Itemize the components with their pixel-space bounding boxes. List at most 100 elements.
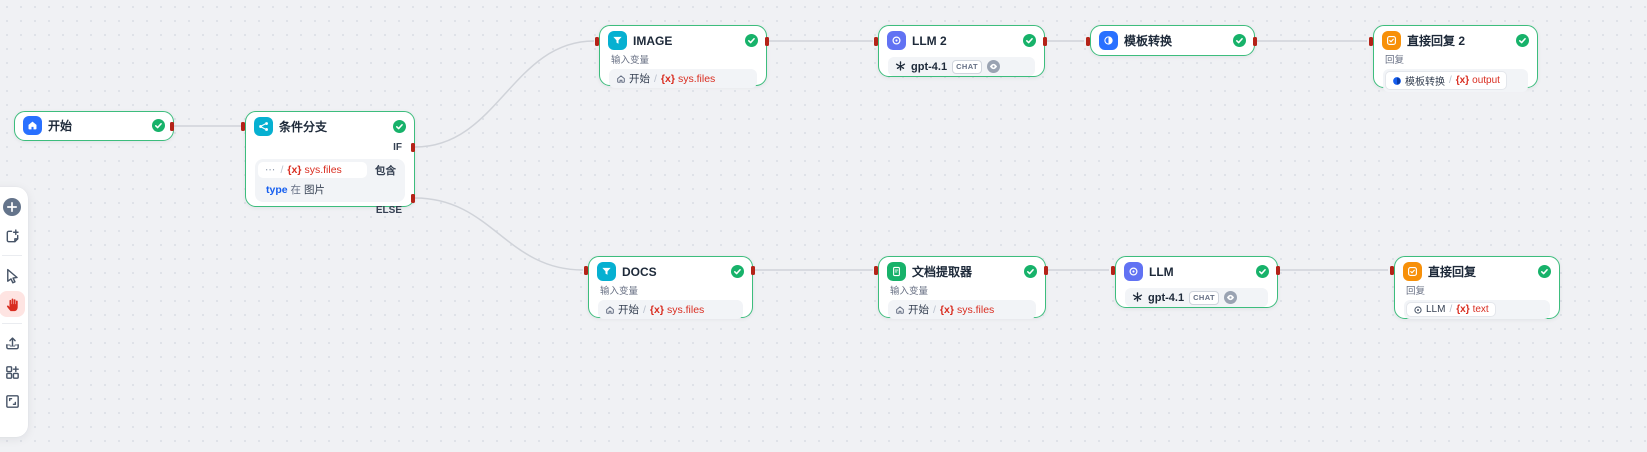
template-mini-icon — [1392, 76, 1402, 86]
direct-reply-icon — [1403, 262, 1422, 281]
node-start[interactable]: 开始 — [14, 111, 174, 141]
port-image-out[interactable] — [765, 37, 769, 46]
port-if-out[interactable] — [411, 143, 415, 152]
path-separator: / — [280, 164, 284, 176]
vision-eye-icon — [986, 60, 1000, 73]
variable-name: sys.files — [666, 303, 705, 316]
add-node-button[interactable] — [0, 194, 25, 220]
node-title: 直接回复 — [1428, 265, 1477, 279]
success-check-icon — [731, 265, 744, 278]
node-llm[interactable]: LLM gpt-4.1 CHAT — [1115, 256, 1278, 308]
variable-name: sys.files — [956, 303, 995, 316]
model-selector[interactable]: gpt-4.1 CHAT — [1125, 288, 1268, 307]
node-title: LLM 2 — [912, 33, 947, 48]
port-extractor-out[interactable] — [1044, 266, 1048, 275]
model-selector[interactable]: gpt-4.1 CHAT — [888, 57, 1035, 76]
input-variable-label: 输入变量 — [600, 286, 639, 297]
chat-mode-badge: CHAT — [952, 59, 982, 74]
variable-badge: {x} — [649, 303, 664, 316]
port-template-in[interactable] — [1086, 37, 1090, 46]
path-separator: / — [933, 303, 936, 316]
port-docs-in[interactable] — [584, 266, 588, 275]
variable-reference-chip: LLM / {x} text — [1406, 302, 1496, 317]
import-dsl-button[interactable] — [0, 330, 25, 356]
canvas-control-panel — [0, 187, 28, 437]
hand-mode-button[interactable] — [0, 291, 25, 317]
edge-else-docs — [414, 197, 584, 271]
node-answer[interactable]: 直接回复 回复 LLM / {x} text — [1394, 256, 1560, 319]
node-llm2[interactable]: LLM 2 gpt-4.1 CHAT — [878, 25, 1045, 77]
node-title: 开始 — [48, 119, 73, 133]
success-check-icon — [1024, 265, 1037, 278]
sub-condition-row: type 在 图片 — [258, 178, 402, 199]
port-start-out[interactable] — [170, 122, 174, 131]
port-condition-in[interactable] — [241, 122, 245, 131]
variable-badge: {x} — [1456, 304, 1470, 315]
success-check-icon — [393, 120, 406, 133]
path-separator: / — [1449, 304, 1453, 315]
node-answer2[interactable]: 直接回复 2 回复 模板转换 / {x} output — [1373, 25, 1538, 92]
variable-badge: {x} — [1455, 75, 1470, 86]
node-condition[interactable]: 条件分支 IF ⋯ / {x} sys.files 包含 type 在 图片 — [245, 111, 415, 216]
condition-variable-chip[interactable]: ⋯ / {x} sys.files — [258, 162, 367, 178]
port-image-in[interactable] — [595, 37, 599, 46]
reply-content-field[interactable]: LLM / {x} text — [1404, 300, 1550, 319]
port-extractor-in[interactable] — [874, 266, 878, 275]
port-llm2-out[interactable] — [1043, 37, 1047, 46]
path-separator: / — [643, 303, 646, 316]
condition-group: ⋯ / {x} sys.files 包含 type 在 图片 — [255, 159, 405, 202]
variable-reference[interactable]: 开始 / {x} sys.files — [609, 69, 757, 88]
pointer-mode-button[interactable] — [0, 262, 25, 288]
variable-name: output — [1472, 75, 1500, 86]
node-image-filter[interactable]: IMAGE 输入变量 开始 / {x} sys.files — [599, 25, 767, 88]
node-template-transform[interactable]: 模板转换 — [1090, 25, 1255, 56]
toolbar-divider — [2, 255, 22, 256]
add-block-button[interactable] — [0, 359, 25, 385]
variable-name: sys.files — [677, 72, 716, 85]
model-name: gpt-4.1 — [911, 60, 948, 73]
node-doc-extractor[interactable]: 文档提取器 输入变量 开始 / {x} sys.files — [878, 256, 1046, 319]
else-branch-label: ELSE — [375, 205, 402, 216]
direct-reply-icon — [1382, 31, 1401, 50]
port-llm-out[interactable] — [1276, 266, 1280, 275]
node-title: 直接回复 2 — [1407, 34, 1466, 48]
success-check-icon — [1516, 34, 1529, 47]
port-answer2-in[interactable] — [1369, 37, 1373, 46]
edge-if-image — [414, 40, 595, 148]
openai-icon — [1132, 292, 1143, 303]
reply-content-field[interactable]: 模板转换 / {x} output — [1383, 69, 1528, 92]
input-variable-label: 输入变量 — [611, 55, 650, 66]
variable-name: text — [1472, 304, 1489, 315]
toolbar-divider — [2, 323, 22, 324]
input-variable-label: 输入变量 — [890, 286, 929, 297]
variable-reference[interactable]: 开始 / {x} sys.files — [598, 300, 743, 319]
add-note-button[interactable] — [0, 223, 25, 249]
port-answer-in[interactable] — [1390, 266, 1394, 275]
port-llm2-in[interactable] — [874, 37, 878, 46]
if-branch-label: IF — [393, 142, 402, 153]
variable-reference-chip: 模板转换 / {x} output — [1385, 71, 1507, 90]
variable-reference[interactable]: 开始 / {x} sys.files — [888, 300, 1036, 319]
ref-node-name: 开始 — [629, 73, 650, 85]
variable-badge: {x} — [939, 303, 954, 316]
node-title: LLM — [1149, 264, 1174, 279]
port-llm-in[interactable] — [1111, 266, 1115, 275]
port-docs-out[interactable] — [751, 266, 755, 275]
variable-badge: {x} — [287, 164, 302, 176]
fit-view-button[interactable] — [0, 388, 25, 414]
filter-funnel-icon — [608, 31, 627, 50]
variable-badge: {x} — [660, 72, 675, 85]
path-separator: / — [1449, 75, 1452, 86]
node-docs-filter[interactable]: DOCS 输入变量 开始 / {x} sys.files — [588, 256, 753, 319]
variable-name: sys.files — [304, 164, 342, 176]
node-title: DOCS — [622, 264, 657, 279]
path-separator: / — [654, 72, 657, 85]
home-icon — [23, 116, 42, 135]
node-title: 条件分支 — [279, 120, 328, 134]
filter-funnel-icon — [597, 262, 616, 281]
llm-icon — [887, 31, 906, 50]
reply-label: 回复 — [1406, 286, 1426, 297]
port-else-out[interactable] — [411, 194, 415, 203]
port-template-out[interactable] — [1253, 37, 1257, 46]
